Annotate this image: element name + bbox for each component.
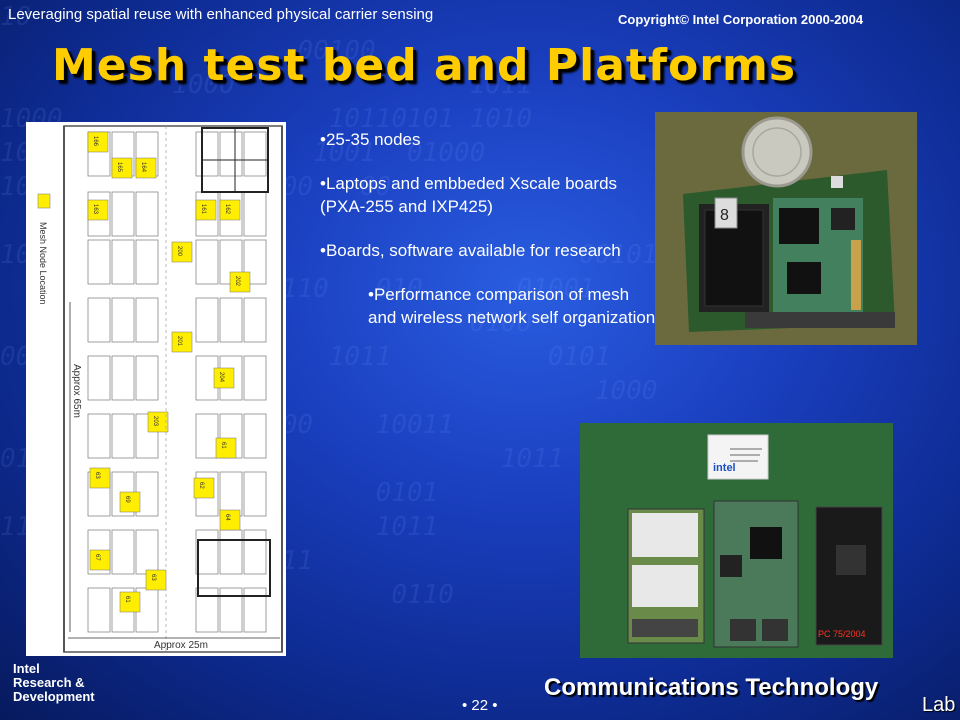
floorplan-image: 166 165 164 163 161 162 200 202 201 204 203 61 63 62 6… xyxy=(26,122,286,656)
cubicle xyxy=(195,239,219,285)
width-label: Approx 25m xyxy=(154,640,208,651)
cubicle xyxy=(243,587,267,633)
cubicle xyxy=(111,413,135,459)
cubicle xyxy=(111,297,135,343)
mesh-node-marker xyxy=(171,241,193,263)
cubicle xyxy=(243,355,267,401)
cubicle xyxy=(135,239,159,285)
cubicle xyxy=(195,587,219,633)
mesh-node-marker xyxy=(87,131,109,153)
mesh-node-label: 201 xyxy=(176,336,182,347)
bullet-item: •25-35 nodes xyxy=(320,130,421,149)
mesh-node-label: 163 xyxy=(92,204,98,215)
mesh-node-label: 161 xyxy=(200,204,206,215)
cubicle xyxy=(243,529,267,575)
cubicle xyxy=(195,297,219,343)
bullet-item: •Boards, software available for research xyxy=(320,241,621,260)
mesh-node-label: 166 xyxy=(92,136,98,147)
cubicle xyxy=(135,191,159,237)
cubicle xyxy=(111,239,135,285)
mesh-node-label: 64 xyxy=(224,514,230,521)
mesh-node-marker xyxy=(229,271,251,293)
mesh-node-label: 61 xyxy=(124,596,130,603)
sub-bullet-item: •Performance comparison of mesh and wire… xyxy=(368,285,656,327)
mesh-node-label: 204 xyxy=(218,372,224,383)
cubicle xyxy=(243,297,267,343)
mesh-node-marker xyxy=(87,199,109,221)
cubicle xyxy=(87,413,111,459)
cubicle xyxy=(87,355,111,401)
mesh-node-marker xyxy=(219,509,241,531)
mesh-node-marker xyxy=(193,477,215,499)
page-number: • 22 • xyxy=(462,697,498,714)
logo-line: Intel xyxy=(13,661,40,676)
cubicle xyxy=(87,297,111,343)
mesh-node-marker xyxy=(119,591,141,613)
tag-text: PC 75/2004 xyxy=(818,629,866,639)
length-label: Approx 65m xyxy=(71,364,82,418)
xscale-board-photo: 8 xyxy=(655,112,917,345)
mesh-node-marker xyxy=(215,437,237,459)
mesh-node-label: 164 xyxy=(140,162,146,173)
cubicle xyxy=(135,355,159,401)
cubicle xyxy=(195,529,219,575)
mesh-node-marker xyxy=(89,549,111,571)
cubicle xyxy=(219,587,243,633)
mesh-node-label: 202 xyxy=(234,276,240,287)
platform-boards-photo: intel PC 75/2004 xyxy=(580,423,893,658)
mesh-node-marker xyxy=(145,569,167,591)
group-name: Communications Technology xyxy=(544,674,879,701)
mesh-node-label: 162 xyxy=(224,204,230,215)
mesh-node-label: 165 xyxy=(116,162,122,173)
mesh-node-label: 61 xyxy=(220,442,226,449)
cubicle xyxy=(195,413,219,459)
cubicle xyxy=(111,355,135,401)
card-logo: intel xyxy=(713,462,736,474)
mesh-node-marker xyxy=(135,157,157,179)
cubicle xyxy=(219,131,243,177)
cubicle xyxy=(243,131,267,177)
cubicle xyxy=(243,471,267,517)
mesh-node-marker xyxy=(213,367,235,389)
logo-line: Research & xyxy=(13,675,85,690)
mesh-node-marker xyxy=(171,331,193,353)
cubicle xyxy=(111,191,135,237)
intel-rd-logo: Intel Research & Development xyxy=(13,662,95,704)
legend-swatch xyxy=(37,193,51,209)
cubicle xyxy=(87,239,111,285)
cubicle xyxy=(243,239,267,285)
cubicle xyxy=(87,587,111,633)
board-label: 8 xyxy=(720,207,729,224)
mesh-node-marker xyxy=(219,199,241,221)
mesh-node-marker xyxy=(89,467,111,489)
mesh-node-label: 200 xyxy=(176,246,182,257)
mesh-node-marker xyxy=(119,491,141,513)
mesh-node-marker xyxy=(147,411,169,433)
mesh-node-label: 62 xyxy=(198,482,204,489)
logo-line: Development xyxy=(13,689,95,704)
mesh-node-marker xyxy=(195,199,217,221)
presentation-subtitle: Leveraging spatial reuse with enhanced p… xyxy=(8,6,434,23)
mesh-node-label: 63 xyxy=(150,574,156,581)
mesh-node-marker xyxy=(111,157,133,179)
mesh-node-label: 63 xyxy=(94,472,100,479)
cubicle xyxy=(195,131,219,177)
mesh-node-label: 67 xyxy=(94,554,100,561)
slide-title: Mesh test bed and Platforms xyxy=(52,40,797,91)
legend-label: Mesh Node Location xyxy=(38,222,48,305)
mesh-node-label: 203 xyxy=(152,416,158,427)
lab-label: Lab xyxy=(922,694,956,716)
cubicle xyxy=(219,297,243,343)
bullet-item: •Laptops and embbeded Xscale boards (PXA… xyxy=(320,174,618,216)
bullet-list: •25-35 nodes •Laptops and embbeded Xscal… xyxy=(320,128,655,350)
mesh-node-label: 69 xyxy=(124,496,130,503)
copyright-notice: Copyright© Intel Corporation 2000-2004 xyxy=(618,12,864,27)
cubicle xyxy=(111,529,135,575)
cubicle xyxy=(243,413,267,459)
cubicle xyxy=(135,413,159,459)
cubicle xyxy=(135,297,159,343)
